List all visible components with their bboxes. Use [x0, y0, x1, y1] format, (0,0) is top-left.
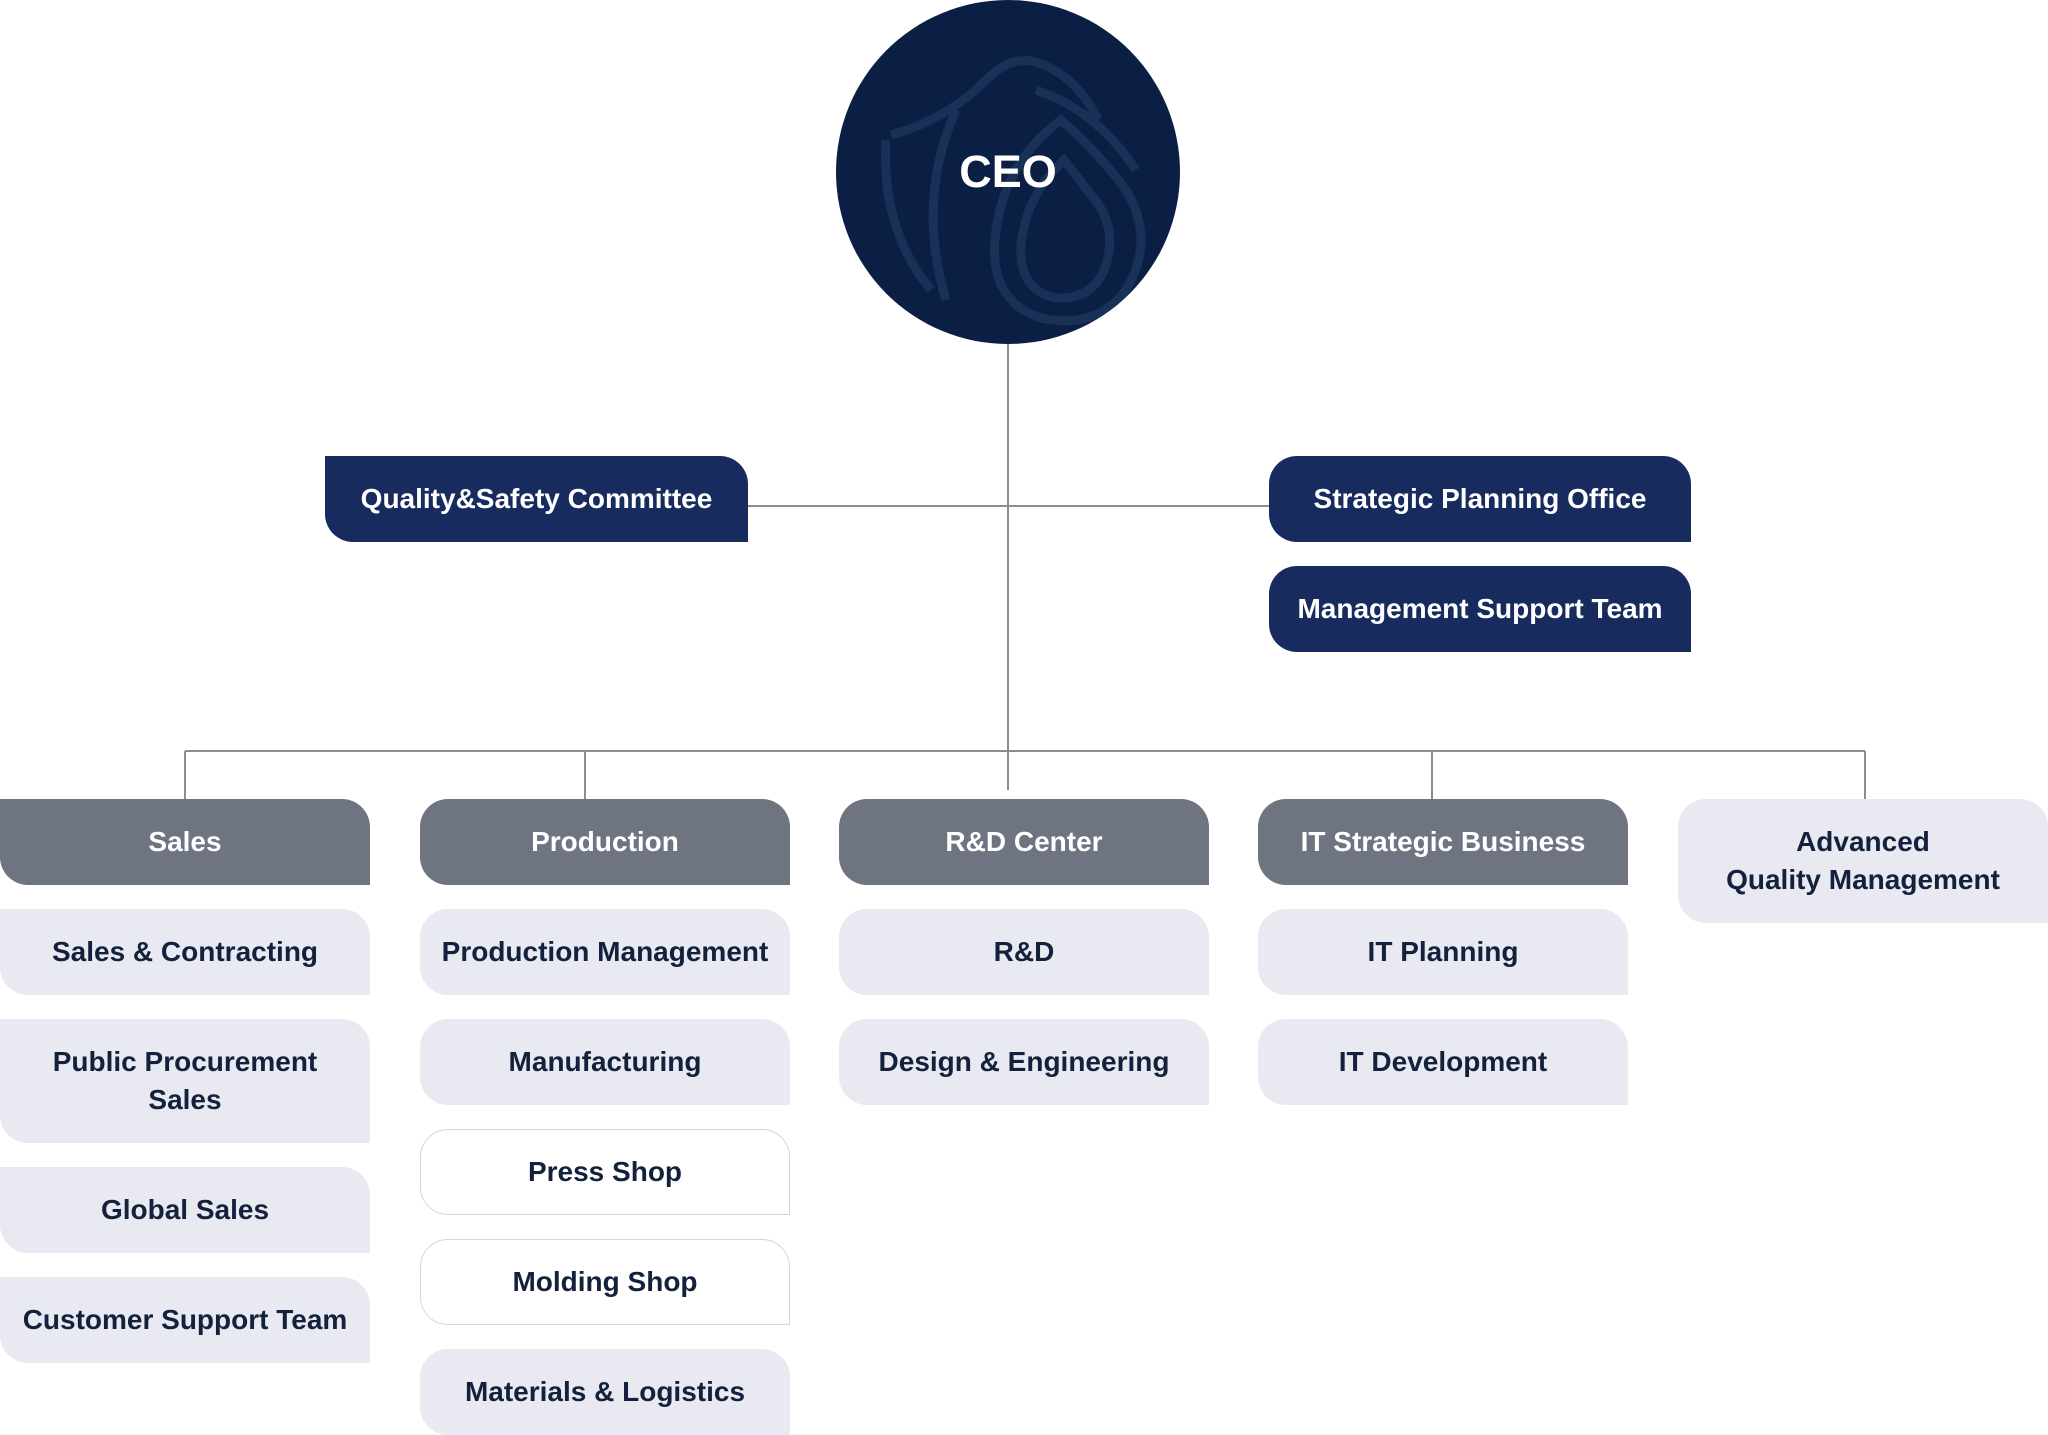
- team-box-sales-contracting[interactable]: Sales & Contracting: [0, 909, 370, 995]
- division-header-advanced-quality-management[interactable]: Advanced Quality Management: [1678, 799, 2048, 923]
- team-box-it-planning[interactable]: IT Planning: [1258, 909, 1628, 995]
- management-support-team-box[interactable]: Management Support Team: [1269, 566, 1691, 652]
- team-box-it-development[interactable]: IT Development: [1258, 1019, 1628, 1105]
- team-box-manufacturing[interactable]: Manufacturing: [420, 1019, 790, 1105]
- team-box-public-procurement-sales[interactable]: Public Procurement Sales: [0, 1019, 370, 1143]
- division-header-sales[interactable]: Sales: [0, 799, 370, 885]
- team-box-materials-logistics[interactable]: Materials & Logistics: [420, 1349, 790, 1435]
- division-header-r-d-center[interactable]: R&D Center: [839, 799, 1209, 885]
- team-box-molding-shop[interactable]: Molding Shop: [420, 1239, 790, 1325]
- team-box-design-engineering[interactable]: Design & Engineering: [839, 1019, 1209, 1105]
- leaf-logo-watermark: [881, 56, 1146, 326]
- division-header-production[interactable]: Production: [420, 799, 790, 885]
- ceo-node[interactable]: CEO: [836, 0, 1180, 344]
- team-box-production-management[interactable]: Production Management: [420, 909, 790, 995]
- team-box-customer-support-team[interactable]: Customer Support Team: [0, 1277, 370, 1363]
- division-header-it-strategic-business[interactable]: IT Strategic Business: [1258, 799, 1628, 885]
- team-box-r-d[interactable]: R&D: [839, 909, 1209, 995]
- ceo-label: CEO: [959, 146, 1057, 197]
- team-box-global-sales[interactable]: Global Sales: [0, 1167, 370, 1253]
- quality-safety-committee-box[interactable]: Quality&Safety Committee: [325, 456, 748, 542]
- team-box-press-shop[interactable]: Press Shop: [420, 1129, 790, 1215]
- strategic-planning-office-box[interactable]: Strategic Planning Office: [1269, 456, 1691, 542]
